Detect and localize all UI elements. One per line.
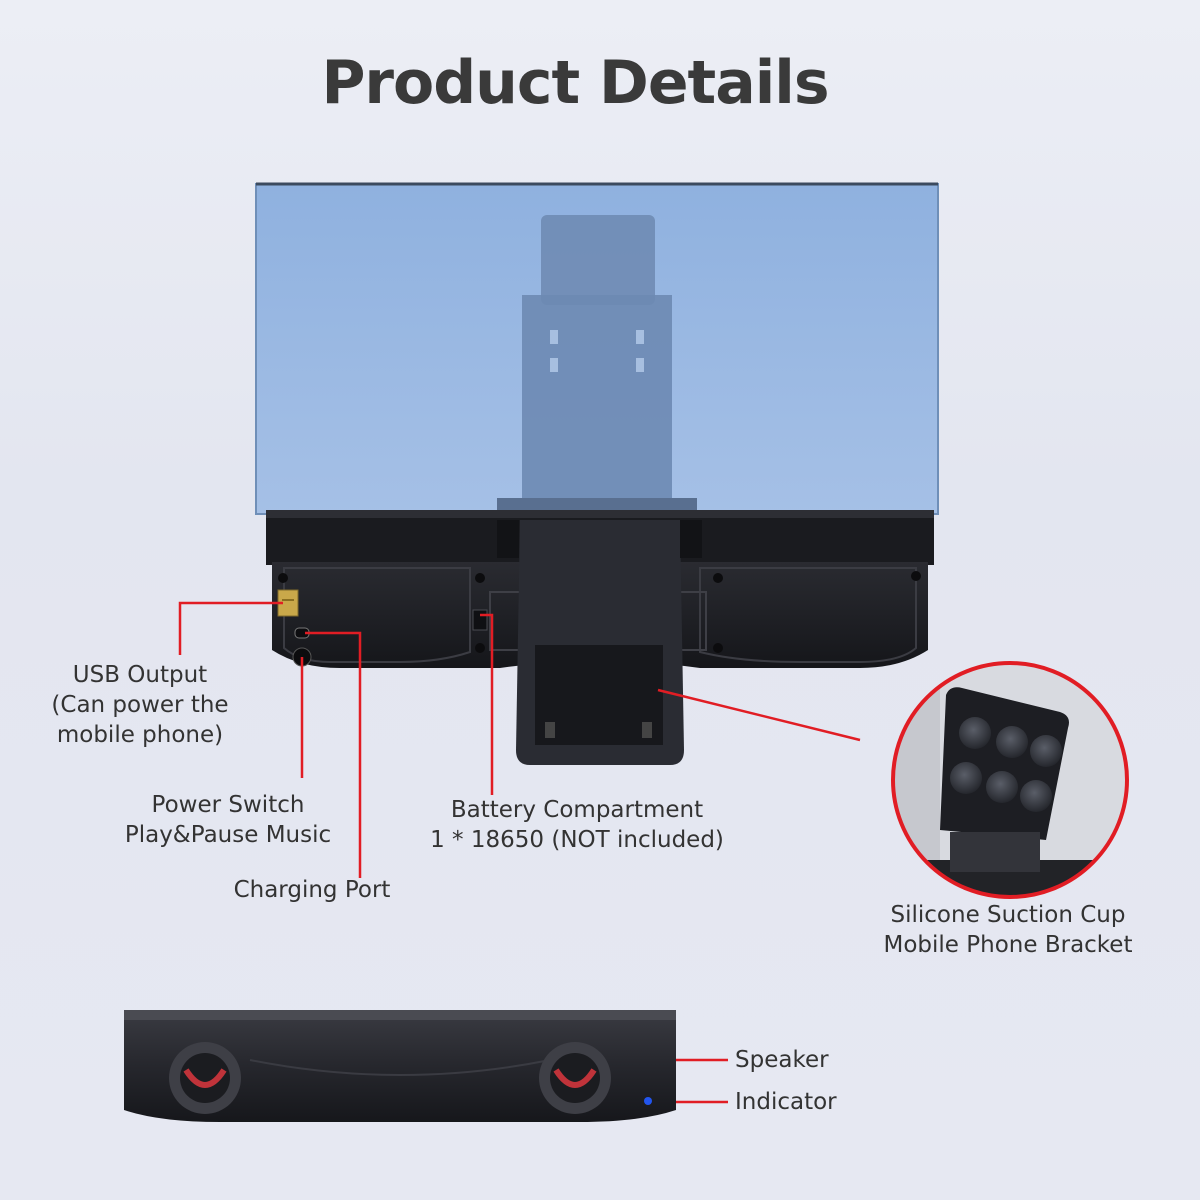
speaker-icon xyxy=(169,1042,611,1114)
indicator-led-icon xyxy=(644,1097,652,1105)
usb-output-label: USB Output (Can power the mobile phone) xyxy=(51,662,229,748)
bracket-zoom xyxy=(891,661,1129,899)
page-title: Product Details xyxy=(321,48,829,118)
speaker-label: Speaker xyxy=(735,1047,829,1073)
magnifier-screen xyxy=(255,182,939,520)
device-base xyxy=(266,510,934,765)
bracket-label: Silicone Suction Cup Mobile Phone Bracke… xyxy=(883,902,1133,958)
indicator-label: Indicator xyxy=(735,1089,837,1115)
speaker-bar xyxy=(124,1010,676,1122)
battery-label: Battery Compartment 1 * 18650 (NOT inclu… xyxy=(430,797,724,853)
power-switch-label: Power Switch Play&Pause Music xyxy=(124,792,332,848)
charging-port-label: Charging Port xyxy=(233,877,391,903)
